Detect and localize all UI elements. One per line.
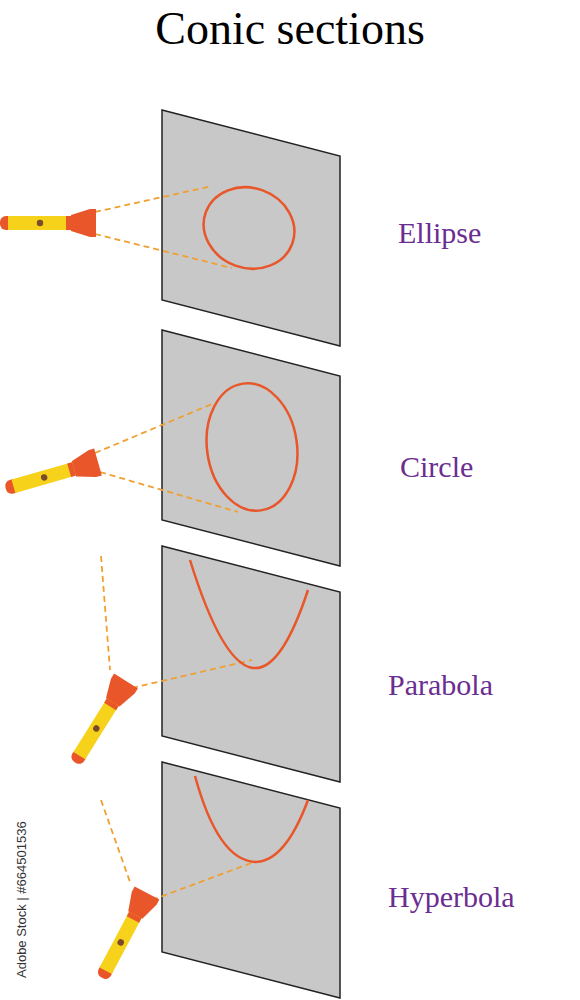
flashlight xyxy=(90,886,160,984)
diagram-title: Conic sections xyxy=(0,2,580,55)
ellipse-curve xyxy=(192,175,306,282)
light-beam xyxy=(95,404,212,453)
light-beam xyxy=(100,472,238,512)
conic-label: Parabola xyxy=(388,668,493,702)
flashlight xyxy=(2,449,102,502)
conic-label: Ellipse xyxy=(398,216,481,250)
light-beam xyxy=(101,556,110,670)
conic-label: Circle xyxy=(400,450,473,484)
light-beam xyxy=(101,800,130,882)
screen-panel xyxy=(162,546,340,782)
conic-label: Hyperbola xyxy=(388,880,515,914)
parabola-curve xyxy=(190,560,308,668)
screen-panel xyxy=(162,110,340,346)
light-beam xyxy=(132,660,252,688)
flashlight xyxy=(0,209,96,237)
screen-panel xyxy=(162,330,340,566)
watermark: Adobe Stock | #664501536 xyxy=(14,821,29,978)
flashlight xyxy=(63,674,138,770)
circle-curve xyxy=(199,377,306,516)
light-beam xyxy=(152,862,254,900)
light-beam xyxy=(95,234,232,268)
light-beam xyxy=(95,186,212,212)
screen-panel xyxy=(162,762,340,998)
hyperbola-curve xyxy=(195,776,308,862)
